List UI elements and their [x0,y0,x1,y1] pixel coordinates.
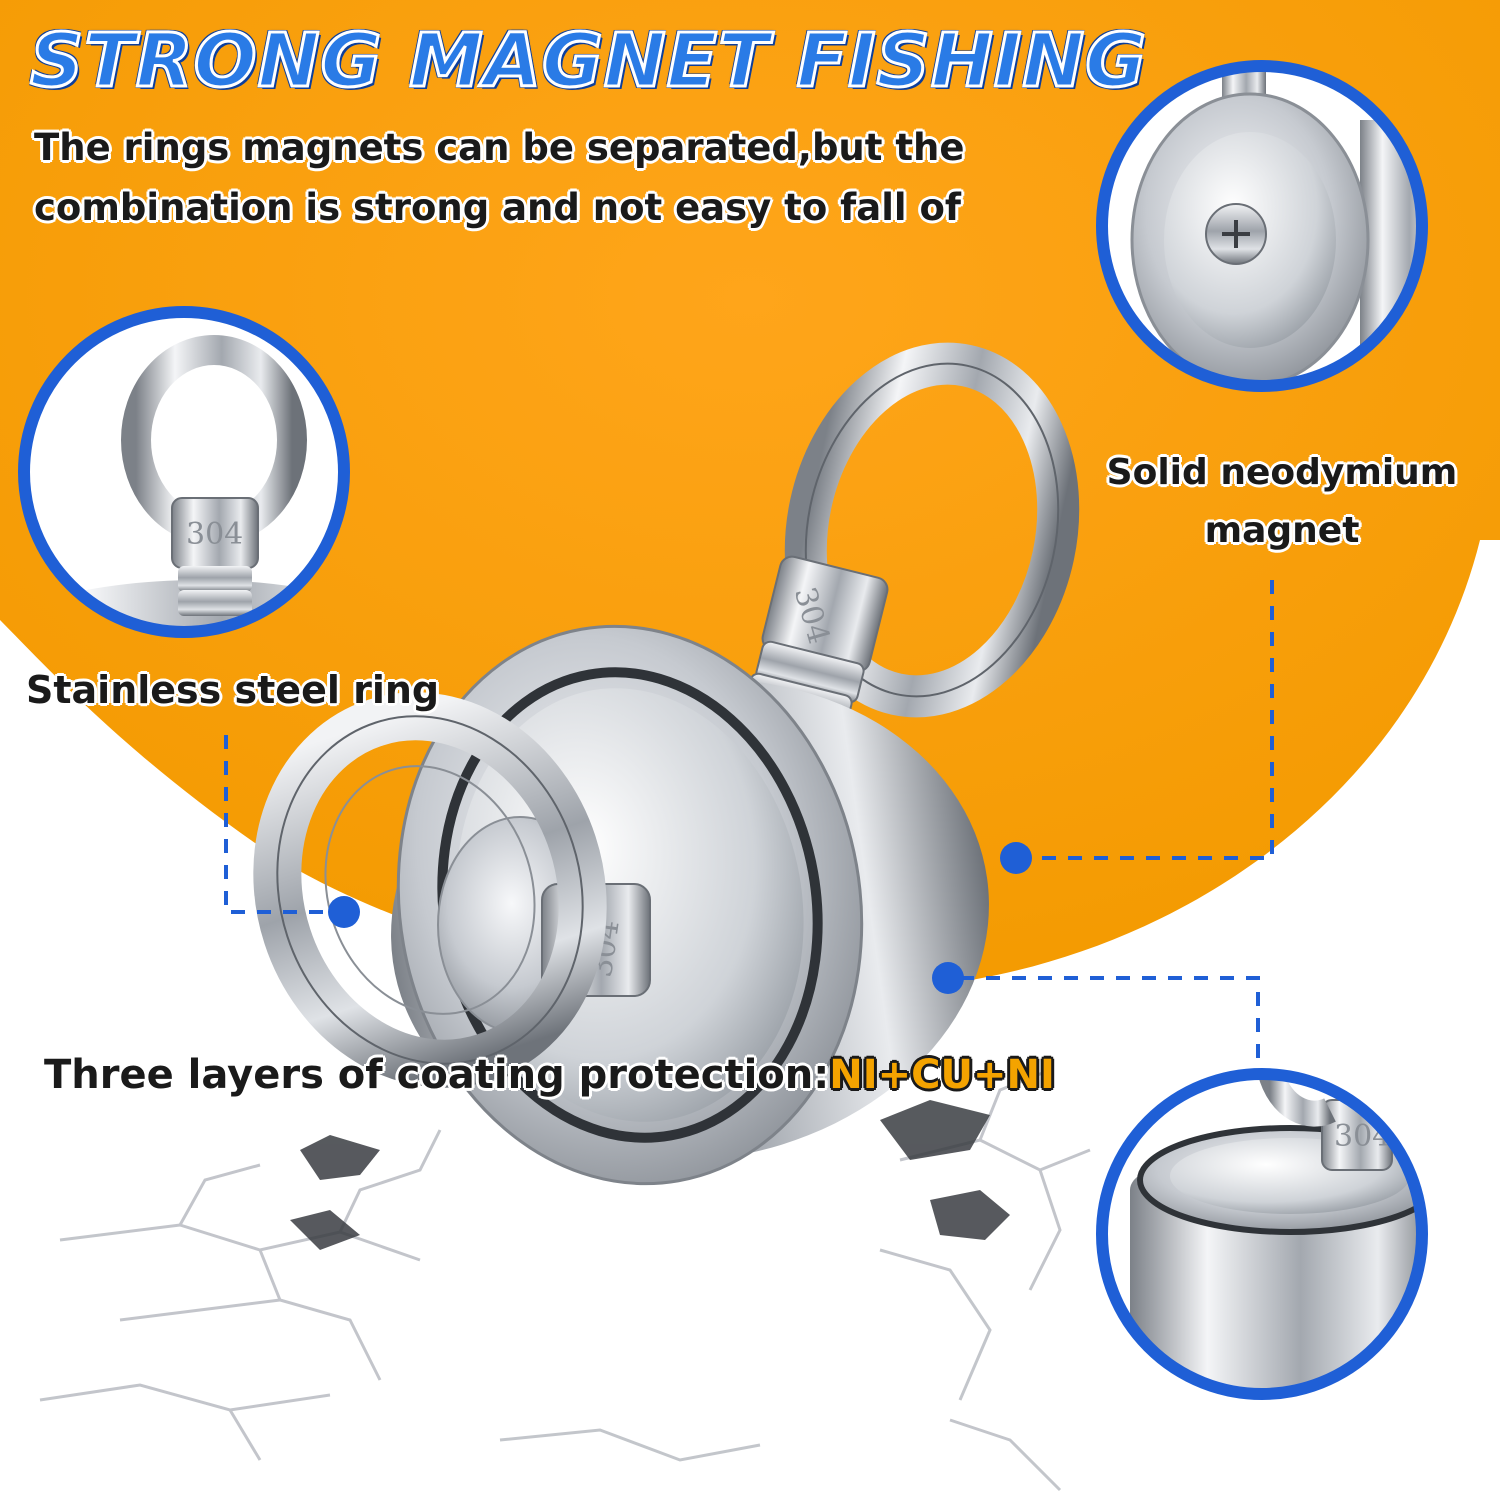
zoom-circle-magnet-side: 304 [1096,1068,1428,1400]
callout-label-magnet: Solid neodymium magnet [1102,444,1462,560]
callout-label-ring: Stainless steel ring [26,668,440,712]
zoom-circle-eye-bolt: 304 [18,306,350,638]
callout-leaders [224,580,1274,1070]
callout-label-magnet-line-2: magnet [1204,510,1360,551]
crack-holes [290,1100,1010,1250]
callout-dot-ring [328,896,360,928]
top-eye-bolt: 304 [743,342,1080,736]
callout-dot-magnet-side [932,962,964,994]
callout-dot-magnet-face [1000,842,1032,874]
coating-prefix: Three layers of coating protection: [44,1052,830,1098]
subtitle-line-2: combination is strong and not easy to fa… [34,186,961,229]
page-title: STRONG MAGNET FISHING [29,17,1148,106]
coating-caption: Three layers of coating protection:NI+CU… [44,1052,1055,1098]
stamp-text-left: 304 [186,517,243,552]
subtitle-line-1: The rings magnets can be separated,but t… [34,126,965,169]
subtitle: The rings magnets can be separated,but t… [34,118,964,238]
coating-highlight: NI+CU+NI [829,1052,1055,1098]
leader-magnet-side [960,976,1260,1070]
callout-label-magnet-line-1: Solid neodymium [1106,452,1458,493]
leader-magnet-face [1030,580,1274,860]
cracked-ground [39,1068,1091,1492]
zoom-circle-screw-face [1096,60,1428,392]
leader-ring [224,735,330,914]
main-magnet: 304 304 [253,342,1080,1186]
